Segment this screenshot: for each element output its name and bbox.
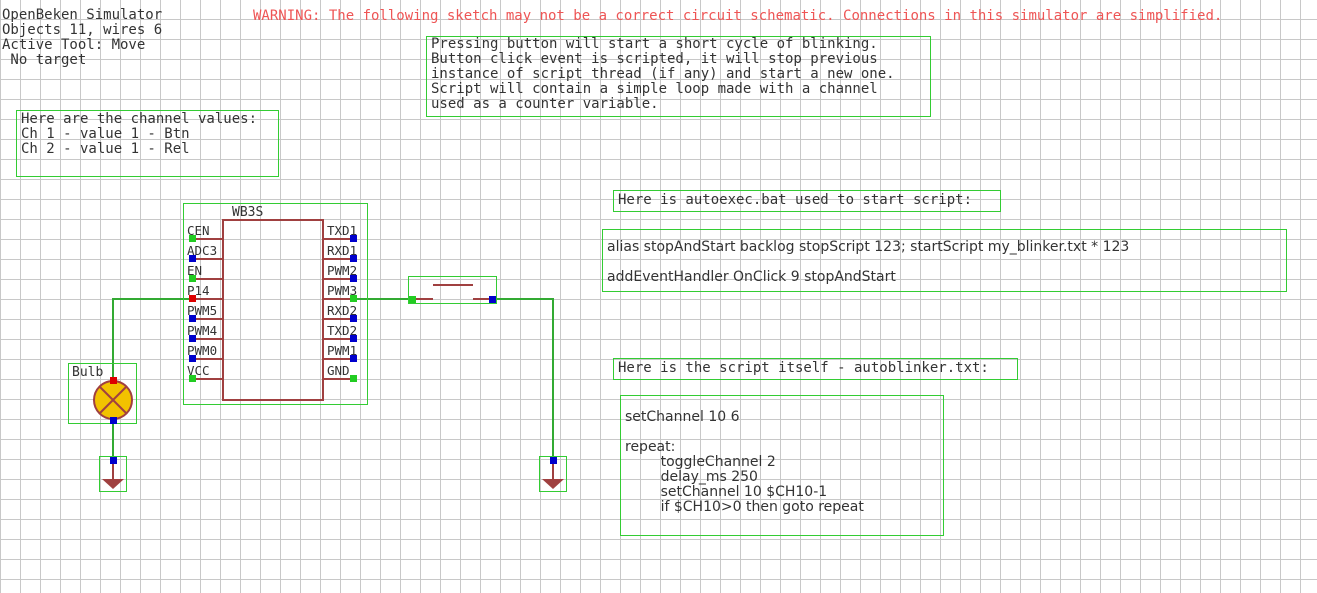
- button-pin-left[interactable]: [409, 296, 416, 303]
- pin-label-pwm5: PWM5: [187, 303, 217, 318]
- pin-label-txd2: TXD2: [327, 323, 357, 338]
- ground-left-selection-box: [99, 456, 127, 492]
- ground-right-pin[interactable]: [550, 457, 557, 464]
- chip-selection-box: [183, 203, 368, 405]
- pin-connector-txd2[interactable]: [350, 335, 357, 342]
- pin-connector-vcc[interactable]: [189, 375, 196, 382]
- pin-label-p14: P14: [187, 283, 210, 298]
- description-line: used as a counter variable.: [431, 96, 659, 112]
- active-tool: Active Tool: Move: [2, 37, 146, 53]
- autoexec-line: addEventHandler OnClick 9 stopAndStart: [607, 269, 896, 285]
- script-line: toggleChannel 2: [625, 454, 776, 470]
- pin-label-vcc: VCC: [187, 363, 210, 378]
- ground-icon: [102, 479, 124, 489]
- description-note[interactable]: Pressing button will start a short cycle…: [426, 36, 931, 117]
- script-code-note[interactable]: setChannel 10 6 repeat: toggleChannel 2 …: [620, 395, 944, 536]
- pin-connector-pwm5[interactable]: [189, 315, 196, 322]
- wires: [112, 298, 554, 460]
- wb3s-chip[interactable]: WB3S CEN ADC3 EN P14 PWM5 PWM4: [183, 203, 368, 405]
- script-line: delay_ms 250: [625, 469, 758, 485]
- pin-connector-adc3[interactable]: [189, 255, 196, 262]
- pin-connector-gnd[interactable]: [350, 375, 357, 382]
- warning-text: WARNING: The following sketch may not be…: [253, 8, 1223, 24]
- chip-right-leads: [323, 238, 353, 380]
- chip-name: WB3S: [232, 205, 263, 220]
- pin-label-en: EN: [187, 263, 202, 278]
- object-count: Objects 11, wires 6: [2, 22, 163, 38]
- pin-connector-txd1[interactable]: [350, 235, 357, 242]
- pin-connector-pwm3[interactable]: [350, 295, 357, 302]
- script-line: setChannel 10 $CH10-1: [625, 484, 828, 500]
- pin-connector-rxd1[interactable]: [350, 255, 357, 262]
- chip-left-leads: [193, 238, 223, 380]
- pin-connector-p14[interactable]: [189, 295, 196, 302]
- script-line: setChannel 10 6: [625, 409, 740, 425]
- pin-label-pwm4: PWM4: [187, 323, 217, 338]
- pin-label-cen: CEN: [187, 223, 210, 238]
- script-heading-note[interactable]: Here is the script itself - autoblinker.…: [613, 358, 1018, 380]
- pin-connector-pwm1[interactable]: [350, 355, 357, 362]
- ground-left[interactable]: [99, 456, 127, 492]
- autoexec-line: alias stopAndStart backlog stopScript 12…: [607, 239, 1130, 255]
- pin-label-pwm0: PWM0: [187, 343, 217, 358]
- pin-connector-pwm2[interactable]: [350, 275, 357, 282]
- chip-body: [222, 219, 324, 401]
- bulb-pin-top[interactable]: [110, 377, 117, 384]
- pin-connector-pwm0[interactable]: [189, 355, 196, 362]
- description-line: Button click event is scripted, it will …: [431, 51, 878, 67]
- description-line: instance of script thread (if any) and s…: [431, 66, 895, 82]
- pin-label-pwm2: PWM2: [327, 263, 357, 278]
- ground-right-selection-box: [539, 456, 567, 492]
- pin-label-adc3: ADC3: [187, 243, 217, 258]
- pin-connector-en[interactable]: [189, 275, 196, 282]
- description-line: Pressing button will start a short cycle…: [431, 36, 878, 52]
- autoexec-heading: Here is autoexec.bat used to start scrip…: [618, 192, 973, 208]
- script-heading: Here is the script itself - autoblinker.…: [618, 360, 989, 376]
- ground-icon: [542, 479, 564, 489]
- pin-connector-rxd2[interactable]: [350, 315, 357, 322]
- pin-label-gnd: GND: [327, 363, 350, 378]
- autoexec-code-note[interactable]: alias stopAndStart backlog stopScript 12…: [602, 229, 1287, 292]
- pin-label-rxd2: RXD2: [327, 303, 357, 318]
- channel-values-note[interactable]: Here are the channel values: Ch 1 - valu…: [16, 110, 279, 177]
- channel-line: Ch 1 - value 1 - Btn: [21, 126, 190, 142]
- autoexec-heading-note[interactable]: Here is autoexec.bat used to start scrip…: [613, 190, 1001, 212]
- pin-connector-pwm4[interactable]: [189, 335, 196, 342]
- bulb-cross-b: [99, 386, 127, 414]
- script-line: if $CH10>0 then goto repeat: [625, 499, 864, 515]
- channel-heading: Here are the channel values:: [21, 111, 258, 127]
- push-button[interactable]: [408, 276, 497, 304]
- wire-p14-to-bulb[interactable]: [112, 298, 193, 380]
- pin-label-pwm3: PWM3: [327, 283, 357, 298]
- channel-line: Ch 2 - value 1 - Rel: [21, 141, 190, 157]
- pin-connector-cen[interactable]: [189, 235, 196, 242]
- pin-label-pwm1: PWM1: [327, 343, 357, 358]
- script-line: repeat:: [625, 439, 676, 455]
- simulator-title: OpenBeken Simulator: [2, 7, 163, 23]
- pin-label-rxd1: RXD1: [327, 243, 357, 258]
- bulb-selection-box: [68, 363, 137, 424]
- pin-label-txd1: TXD1: [327, 223, 357, 238]
- bulb[interactable]: Bulb: [68, 363, 137, 425]
- ground-right[interactable]: [539, 456, 567, 492]
- bulb-pin-bottom[interactable]: [110, 417, 117, 424]
- description-line: Script will contain a simple loop made w…: [431, 81, 878, 97]
- button-selection-box: [408, 276, 497, 304]
- target-status: No target: [2, 52, 87, 68]
- ground-left-pin[interactable]: [110, 457, 117, 464]
- bulb-label: Bulb: [72, 365, 103, 380]
- button-pin-right[interactable]: [489, 296, 496, 303]
- wire-button-to-ground[interactable]: [493, 298, 554, 460]
